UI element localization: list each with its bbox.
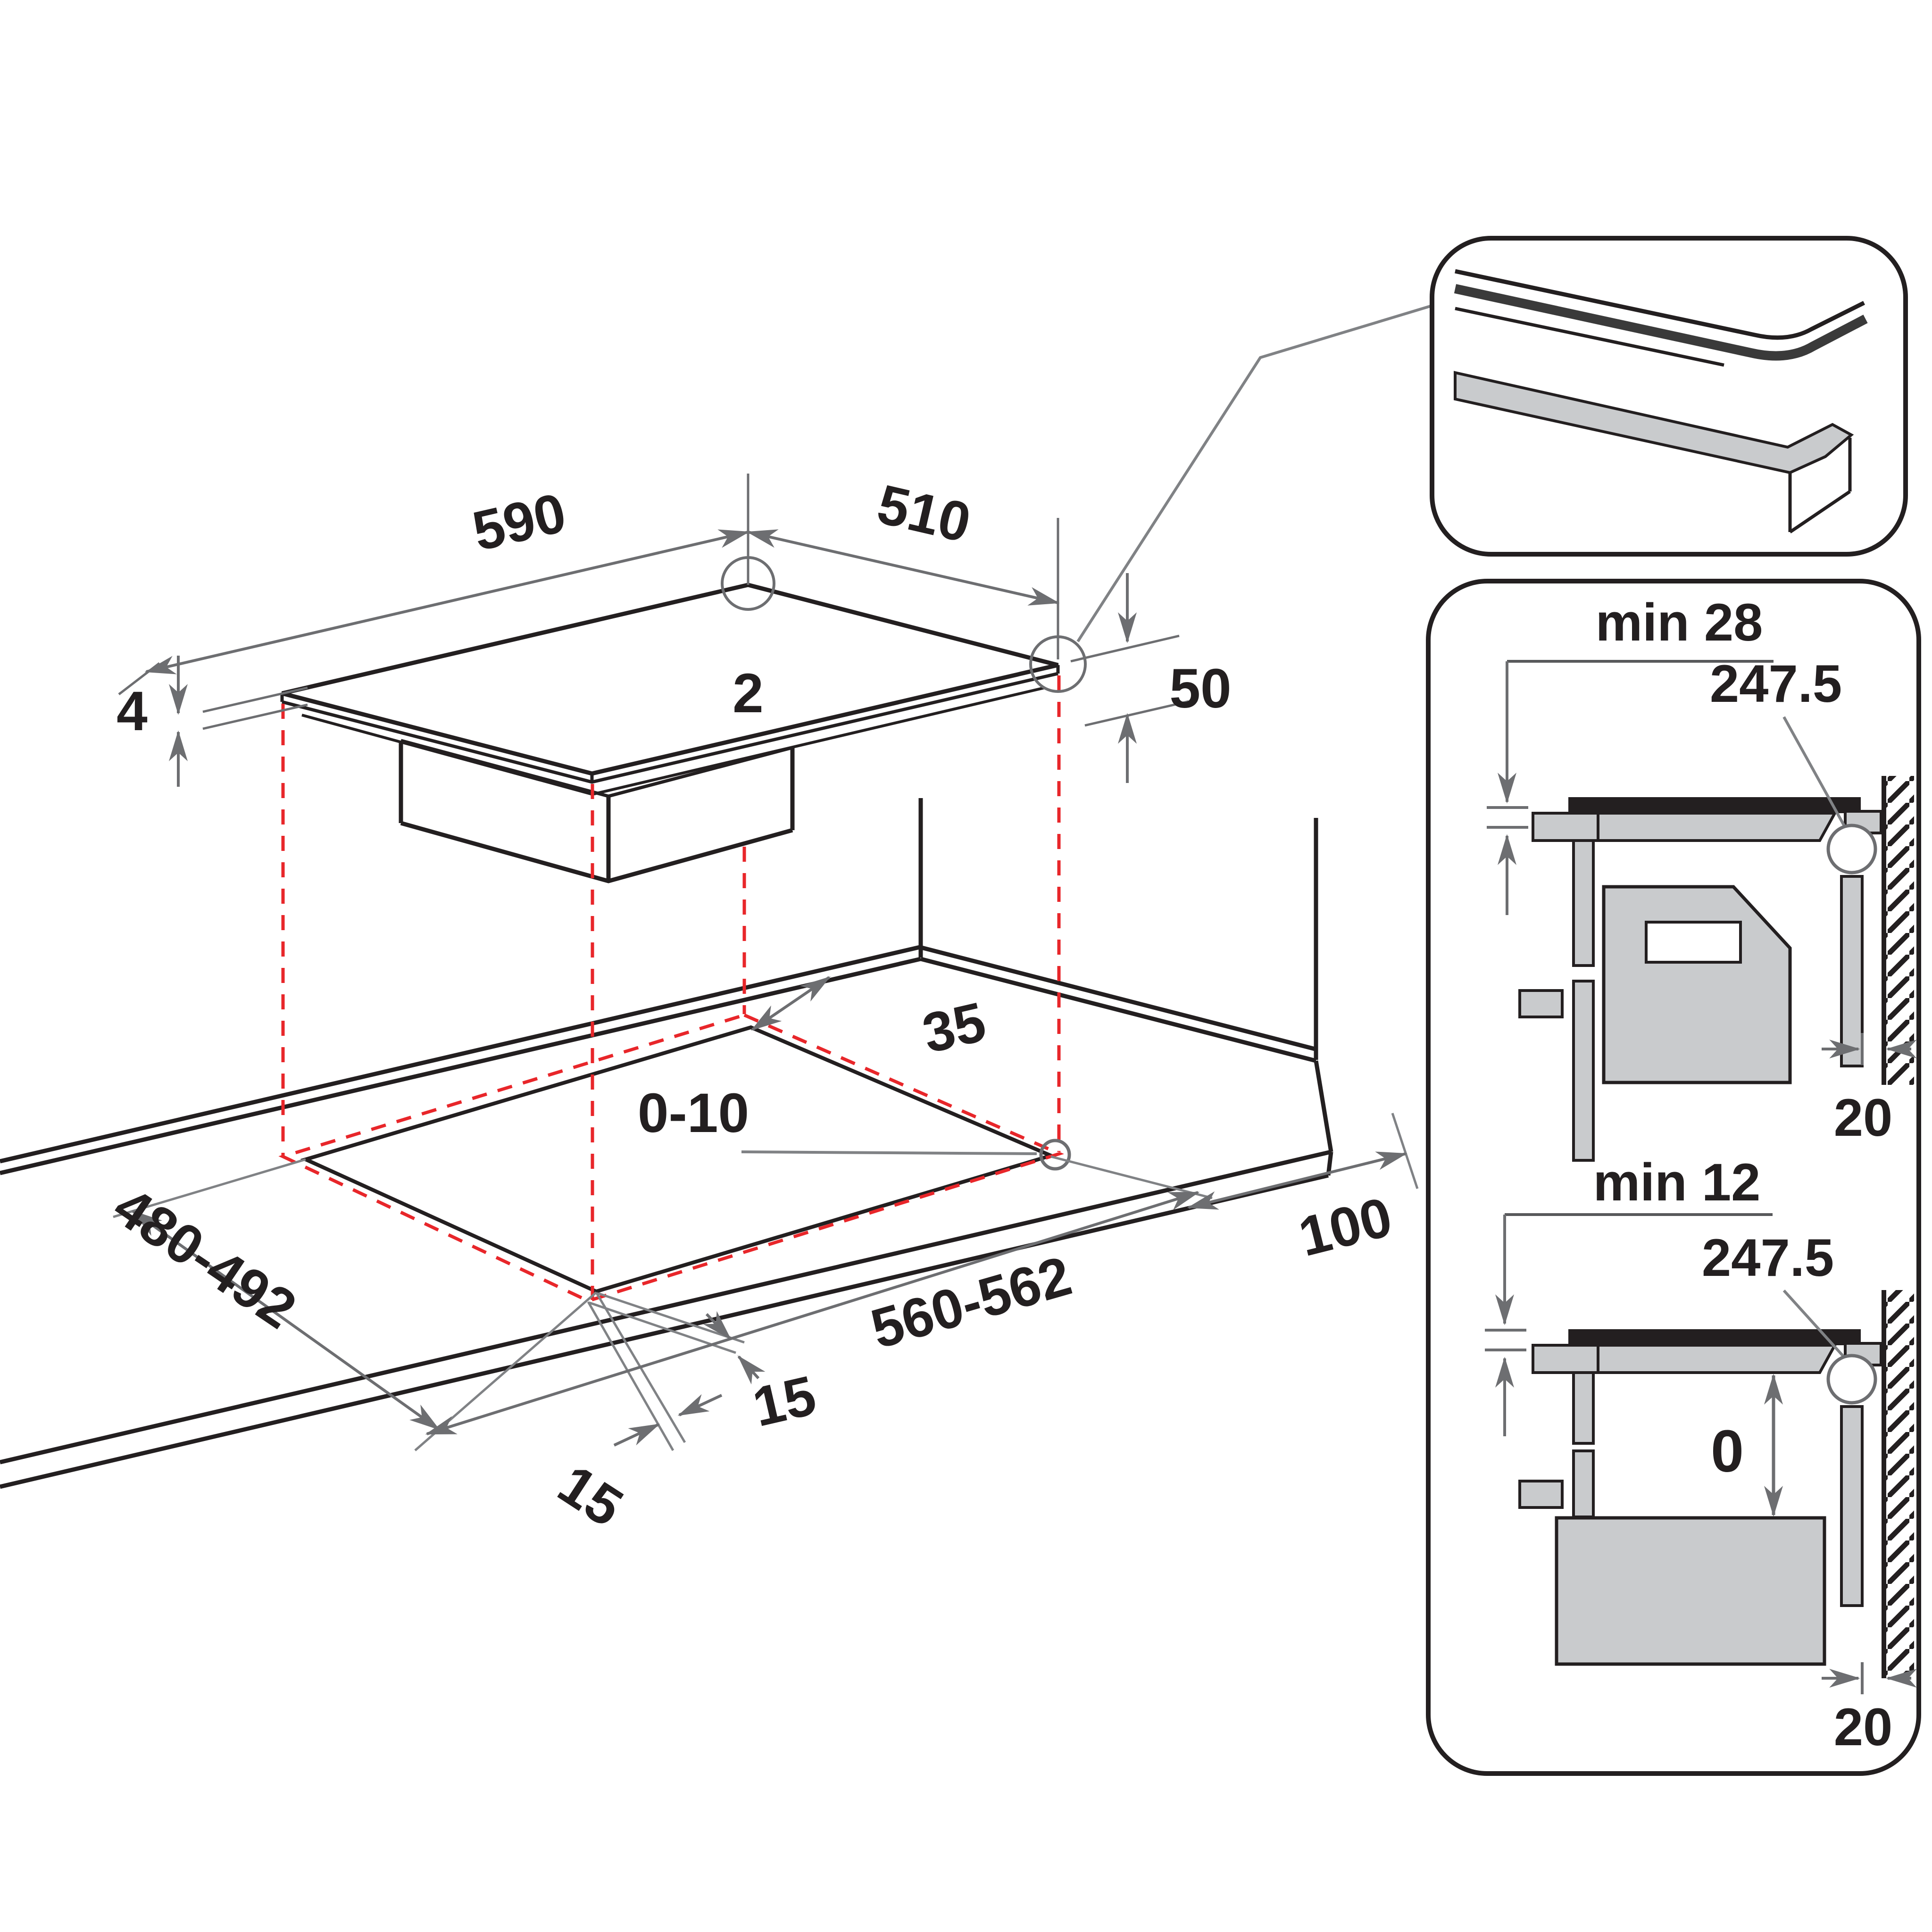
dim-35-label: 35 — [917, 991, 991, 1065]
dimension-0-10: 0-10 — [638, 1082, 1071, 1171]
hob-profile-section-b — [1597, 1344, 1838, 1374]
dimension-100: 100 — [1187, 1113, 1419, 1268]
dim-510-label: 510 — [872, 473, 976, 555]
dimension-50: 50 — [1070, 573, 1232, 783]
dim-line — [144, 529, 750, 675]
gasket-circle-a — [1826, 824, 1877, 874]
dim-590-label: 590 — [467, 482, 572, 563]
gap-20-label-b: 20 — [1834, 1698, 1893, 1757]
arrow-in-right — [677, 1394, 723, 1416]
drawer-section — [1555, 1516, 1826, 1666]
ext-line-bottom — [414, 1291, 597, 1451]
min28-label: min 28 — [1596, 593, 1763, 652]
center-leader-b — [1782, 1289, 1848, 1361]
dim-line — [750, 976, 831, 1031]
dim-line — [746, 529, 1060, 606]
worktop-left-section — [1532, 812, 1599, 842]
ext-line-top — [113, 1158, 306, 1218]
arrow-in-left — [613, 1423, 660, 1447]
callout-circle-back — [721, 556, 775, 611]
rear-panel-strip-a — [1840, 875, 1864, 1067]
corner-detail-panel — [1430, 236, 1908, 557]
zero-gap-label: 0 — [1711, 1418, 1744, 1484]
dim-560-562-label: 560-562 — [865, 1244, 1078, 1360]
dim-15-left-label: 15 — [548, 1453, 633, 1539]
countertop-front-edge — [0, 1149, 1332, 1465]
gasket-strip — [1454, 284, 1868, 361]
center-247-label-a: 247.5 — [1710, 654, 1842, 713]
wall-hatch-b — [1885, 1290, 1914, 1678]
dim-4-label: 4 — [117, 680, 148, 742]
callout-right-corner — [1029, 304, 1432, 693]
oven-vent — [1645, 921, 1742, 964]
cabinet-edge-bottom — [1789, 490, 1851, 533]
hob-glass-top — [280, 583, 1060, 796]
callout-back-center: 2 — [721, 556, 775, 724]
countertop-back-edge — [0, 957, 922, 1175]
min12-label: min 12 — [1593, 1153, 1761, 1212]
glass-edge-bottom — [1455, 307, 1724, 367]
countertop-end-edge — [1314, 1060, 1333, 1152]
detail-leader-line — [1076, 304, 1432, 642]
cabinet-side-upper — [1572, 839, 1595, 967]
dimension-4: 4 — [117, 656, 308, 787]
section-min12: min 12 0 247.5 20 — [1485, 1153, 1917, 1757]
worktop-left-section-b — [1532, 1344, 1599, 1374]
hob-isometric-view: 590 510 2 4 50 — [0, 304, 1432, 1539]
dim-50-label: 50 — [1169, 658, 1231, 720]
dim-line — [1187, 1151, 1407, 1210]
section-min28: min 28 247.5 20 — [1487, 593, 1917, 1162]
cabinet-rail-b — [1518, 1480, 1564, 1509]
dim-line — [425, 1191, 1200, 1435]
tick-top — [1070, 634, 1180, 663]
wall-hatch-a — [1885, 776, 1914, 1085]
section-panel-border — [1426, 579, 1921, 1776]
wall-a-base-line — [0, 945, 921, 1164]
hob-body-bottom-edges — [400, 821, 793, 883]
ext-line-red-edge — [587, 1301, 675, 1451]
dim-2-label: 2 — [733, 662, 764, 724]
arrow-in-bottom — [737, 1355, 766, 1385]
leader-line — [741, 1150, 1037, 1155]
hob-glass-section — [1568, 797, 1861, 813]
callout-circle-corner — [1029, 635, 1087, 693]
cabinet-side-lower — [1572, 980, 1595, 1162]
cabinet-side-lower-b — [1572, 1449, 1595, 1518]
countertop-right-back-edge — [920, 957, 1317, 1063]
hob-profile-section — [1597, 812, 1838, 842]
center-247-label-b: 247.5 — [1702, 1228, 1834, 1287]
worktop-edge-band — [1454, 371, 1854, 475]
cross-section-panel: min 28 247.5 20 — [1426, 579, 1921, 1776]
tick-top — [202, 686, 308, 713]
cabinet-side-upper-b — [1572, 1371, 1595, 1445]
center-leader-a — [1782, 716, 1848, 830]
gap-20-label-a: 20 — [1834, 1088, 1893, 1147]
hob-body — [399, 739, 795, 883]
tick-bottom — [1084, 700, 1189, 727]
oven-body-section — [1602, 885, 1792, 1084]
ext-line-wall — [1391, 1113, 1419, 1189]
cabinet-rail — [1518, 989, 1564, 1018]
ext-line-right — [1050, 1155, 1213, 1199]
glass-edge-top — [1455, 269, 1865, 340]
rear-panel-strip-b — [1840, 1405, 1864, 1607]
dimension-35: 35 — [750, 976, 991, 1065]
gasket-circle-b — [1826, 1354, 1877, 1405]
dim-0-10-label: 0-10 — [638, 1082, 749, 1144]
cutout-hole — [300, 1025, 1057, 1294]
tick-bottom — [202, 703, 308, 730]
callout-circle-cutout — [1039, 1139, 1071, 1171]
dim-15-front-label: 15 — [747, 1364, 822, 1439]
detail-panel-border — [1430, 236, 1908, 557]
dim-100-label: 100 — [1293, 1185, 1398, 1268]
dim-480-492-label: 480-492 — [103, 1175, 307, 1341]
dim-line — [132, 1210, 440, 1431]
hob-glass-section-b — [1568, 1329, 1861, 1345]
wall-b-base-line — [919, 945, 1316, 1051]
